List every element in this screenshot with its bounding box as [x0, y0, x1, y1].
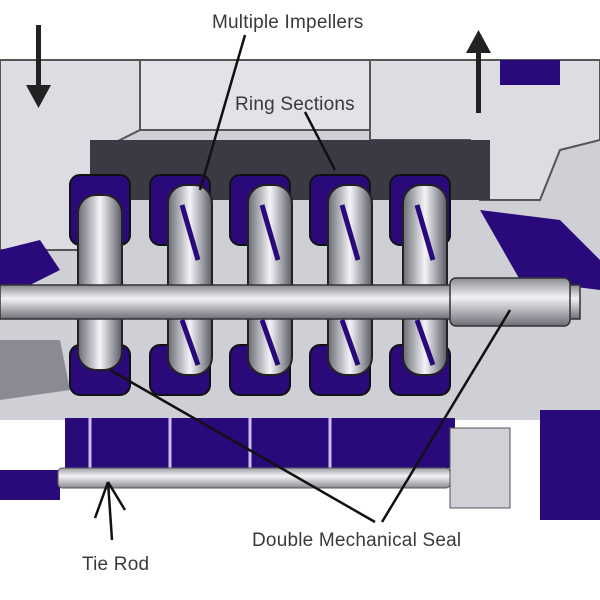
label-multiple-impellers: Multiple Impellers: [212, 12, 364, 33]
label-double-mechanical-seal: Double Mechanical Seal: [252, 530, 462, 551]
outlet-arrow-up-icon: [466, 30, 491, 113]
impeller: [402, 184, 448, 376]
impellers: [77, 184, 448, 376]
impeller: [167, 184, 213, 376]
label-tie-rod: Tie Rod: [82, 554, 150, 575]
tie-rod: [57, 467, 451, 489]
stage-casing-band: [0, 410, 600, 520]
label-ring-sections: Ring Sections: [235, 94, 355, 115]
inlet-arrow-down-icon: [26, 25, 51, 108]
shaft: [0, 277, 581, 327]
impeller: [77, 194, 123, 371]
impeller: [327, 184, 373, 376]
leader-lines: [93, 34, 512, 541]
impeller: [247, 184, 293, 376]
